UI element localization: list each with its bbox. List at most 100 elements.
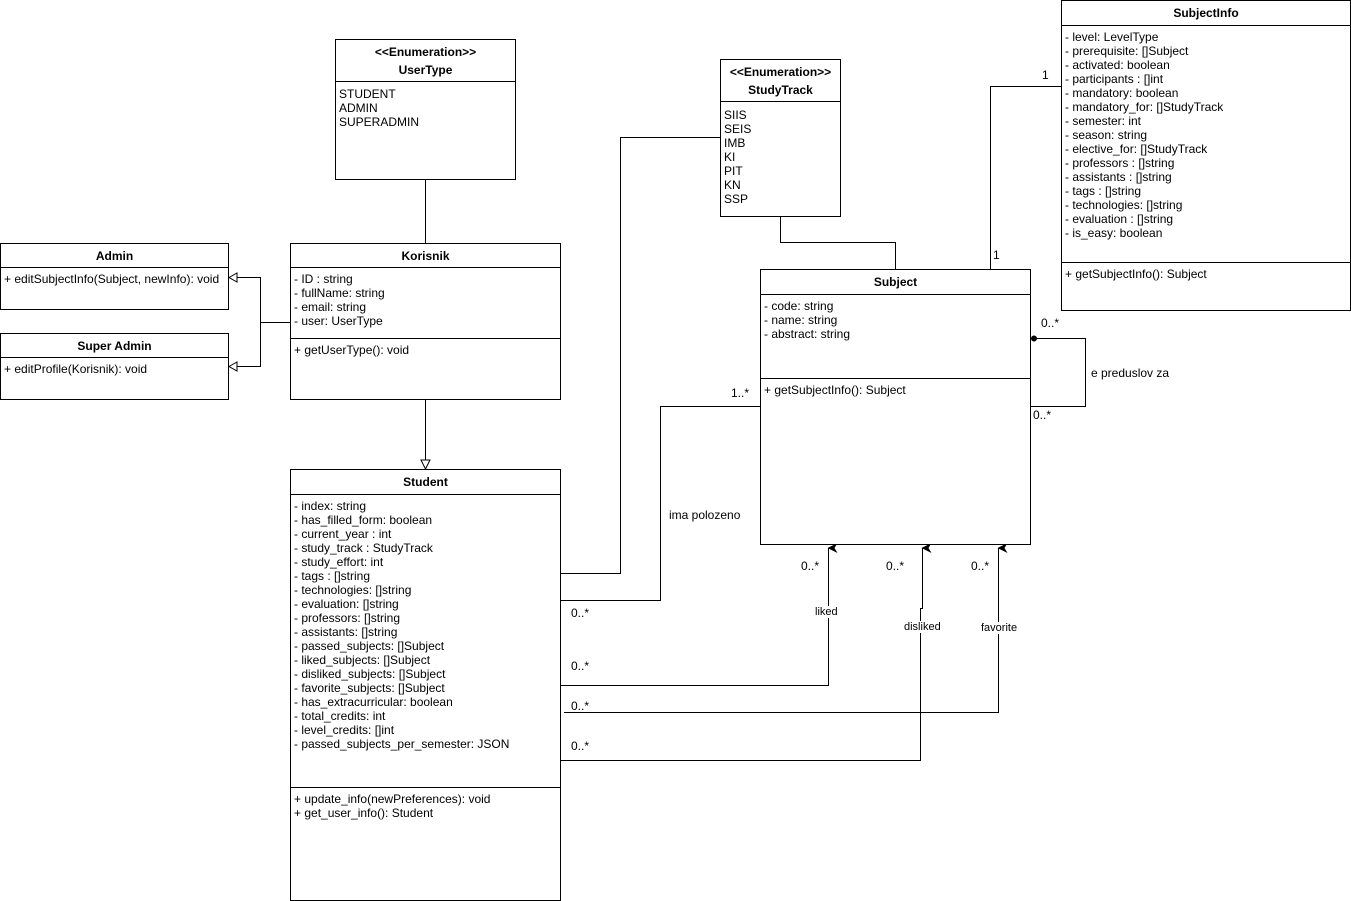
attribute: - favorite_subjects: []Subject	[294, 681, 445, 695]
multiplicity-disliked-student: 0..*	[571, 739, 590, 753]
multiplicity-disliked-subject: 0..*	[886, 559, 905, 573]
stereotype-label: <<Enumeration>>	[374, 45, 477, 59]
attribute: - technologies: []string	[294, 583, 412, 597]
generalization-arrowhead-admin	[227, 272, 238, 283]
enum-value: SSP	[724, 192, 749, 206]
class-name: StudyTrack	[748, 83, 813, 97]
stereotype-label: <<Enumeration>>	[729, 65, 832, 79]
attribute: - index: string	[294, 499, 367, 513]
attribute: - participants : []int	[1065, 72, 1164, 86]
enum-value: SIIS	[724, 108, 747, 122]
enum-value: KI	[724, 150, 736, 164]
attribute: - disliked_subjects: []Subject	[294, 667, 446, 681]
enum-value: KN	[724, 178, 741, 192]
attribute: - total_credits: int	[294, 709, 386, 723]
class-name: Admin	[95, 249, 134, 263]
multiplicity-prerequisite-bottom: 0..*	[1033, 408, 1052, 422]
multiplicity-liked-subject: 0..*	[801, 559, 820, 573]
generalization-superadmin	[237, 322, 261, 367]
attributes-section: - level: LevelType - prerequisite: []Sub…	[1062, 26, 1350, 262]
methods-section: + getSubjectInfo(): Subject	[761, 378, 1030, 397]
class-superadmin[interactable]: Super Admin + editProfile(Korisnik): voi…	[0, 333, 229, 400]
attribute: - study_track : StudyTrack	[294, 541, 433, 555]
method: + editSubjectInfo(Subject, newInfo): voi…	[4, 272, 220, 286]
attribute: - level_credits: []int	[294, 723, 395, 737]
class-header: Admin	[1, 244, 228, 268]
class-korisnik[interactable]: Korisnik - ID : string - fullName: strin…	[290, 243, 561, 400]
attributes-section: - ID : string - fullName: string - email…	[291, 268, 560, 338]
method: + update_info(newPreferences): void	[294, 792, 491, 806]
multiplicity-passed-student: 0..*	[571, 606, 590, 620]
attribute: - study_effort: int	[294, 555, 384, 569]
attribute: - has_extracurricular: boolean	[294, 695, 453, 709]
attribute: - is_easy: boolean	[1065, 226, 1163, 240]
multiplicity-favorite-student: 0..*	[571, 699, 590, 713]
attribute: - code: string	[764, 299, 834, 313]
method: + getSubjectInfo(): Subject	[764, 383, 906, 397]
prerequisite-self-link	[1030, 338, 1086, 407]
class-subjectinfo[interactable]: SubjectInfo - level: LevelType - prerequ…	[1061, 0, 1351, 311]
attribute: - professors : []string	[1065, 156, 1175, 170]
methods-section: + getUserType(): void	[291, 338, 560, 357]
class-name: Subject	[873, 275, 918, 289]
attribute: - email: string	[294, 300, 367, 314]
class-name: Student	[403, 475, 448, 489]
enum-value: SUPERADMIN	[339, 115, 420, 129]
multiplicity-favorite-subject: 0..*	[971, 559, 990, 573]
class-student[interactable]: Student - index: string - has_filled_for…	[290, 469, 561, 901]
multiplicity-liked-student: 0..*	[571, 659, 590, 673]
class-header: SubjectInfo	[1062, 1, 1350, 26]
class-studytrack[interactable]: <<Enumeration>> StudyTrack SIIS SEIS IMB…	[720, 59, 841, 217]
enum-value: SEIS	[724, 122, 752, 136]
attribute: - liked_subjects: []Subject	[294, 653, 431, 667]
attribute: - prerequisite: []Subject	[1065, 44, 1189, 58]
method: + getUserType(): void	[294, 343, 410, 357]
methods-section: + update_info(newPreferences): void + ge…	[291, 787, 560, 820]
attribute: - fullName: string	[294, 286, 385, 300]
class-name: Korisnik	[401, 249, 450, 263]
attribute: - tags : []string	[1065, 184, 1142, 198]
enum-value: STUDENT	[339, 87, 396, 101]
attribute: - user: UserType	[294, 314, 383, 328]
association-label-prerequisite: e preduslov za	[1091, 366, 1170, 380]
class-header: Korisnik	[291, 244, 560, 268]
attribute: - passed_subjects_per_semester: JSON	[294, 737, 510, 751]
attribute: - ID : string	[294, 272, 353, 286]
generalization-arrowhead-student	[420, 459, 431, 471]
attributes-section: - code: string - name: string - abstract…	[761, 295, 1030, 378]
attribute: - level: LevelType	[1065, 30, 1159, 44]
attribute: - season: string	[1065, 128, 1148, 142]
class-header: Subject	[761, 270, 1030, 295]
prerequisite-end-dot	[1031, 335, 1037, 342]
class-subject[interactable]: Subject - code: string - name: string - …	[760, 269, 1031, 545]
multiplicity-prerequisite-top: 0..*	[1041, 316, 1060, 330]
attributes-section: - index: string - has_filled_form: boole…	[291, 495, 560, 787]
passed-link	[561, 406, 760, 601]
studytrack-subject-link	[780, 216, 896, 269]
attribute: - elective_for: []StudyTrack	[1065, 142, 1208, 156]
enum-value: PIT	[724, 164, 743, 178]
class-name: Super Admin	[77, 339, 152, 353]
disliked-link	[561, 543, 932, 761]
attribute: - mandatory_for: []StudyTrack	[1065, 100, 1224, 114]
attribute: - passed_subjects: []Subject	[294, 639, 445, 653]
attribute: - assistants: []string	[294, 625, 398, 639]
methods-section: + editProfile(Korisnik): void	[1, 358, 228, 376]
method: + getSubjectInfo(): Subject	[1065, 267, 1207, 281]
attribute: - activated: boolean	[1065, 58, 1170, 72]
class-admin[interactable]: Admin + editSubjectInfo(Subject, newInfo…	[0, 243, 229, 310]
class-usertype[interactable]: <<Enumeration>> UserType STUDENT ADMIN S…	[335, 39, 516, 180]
method: + editProfile(Korisnik): void	[4, 362, 148, 376]
attribute: - assistants : []string	[1065, 170, 1172, 184]
enum-value: ADMIN	[339, 101, 378, 115]
attribute: - semester: int	[1065, 114, 1142, 128]
attribute: - evaluation: []string	[294, 597, 399, 611]
attribute: - abstract: string	[764, 327, 851, 341]
generalization-admin	[237, 277, 290, 323]
attribute: - name: string	[764, 313, 838, 327]
enum-values: STUDENT ADMIN SUPERADMIN	[336, 82, 515, 129]
generalization-arrowhead-superadmin	[227, 361, 238, 372]
multiplicity-passed-subject: 1..*	[731, 386, 750, 400]
class-header: Super Admin	[1, 334, 228, 358]
